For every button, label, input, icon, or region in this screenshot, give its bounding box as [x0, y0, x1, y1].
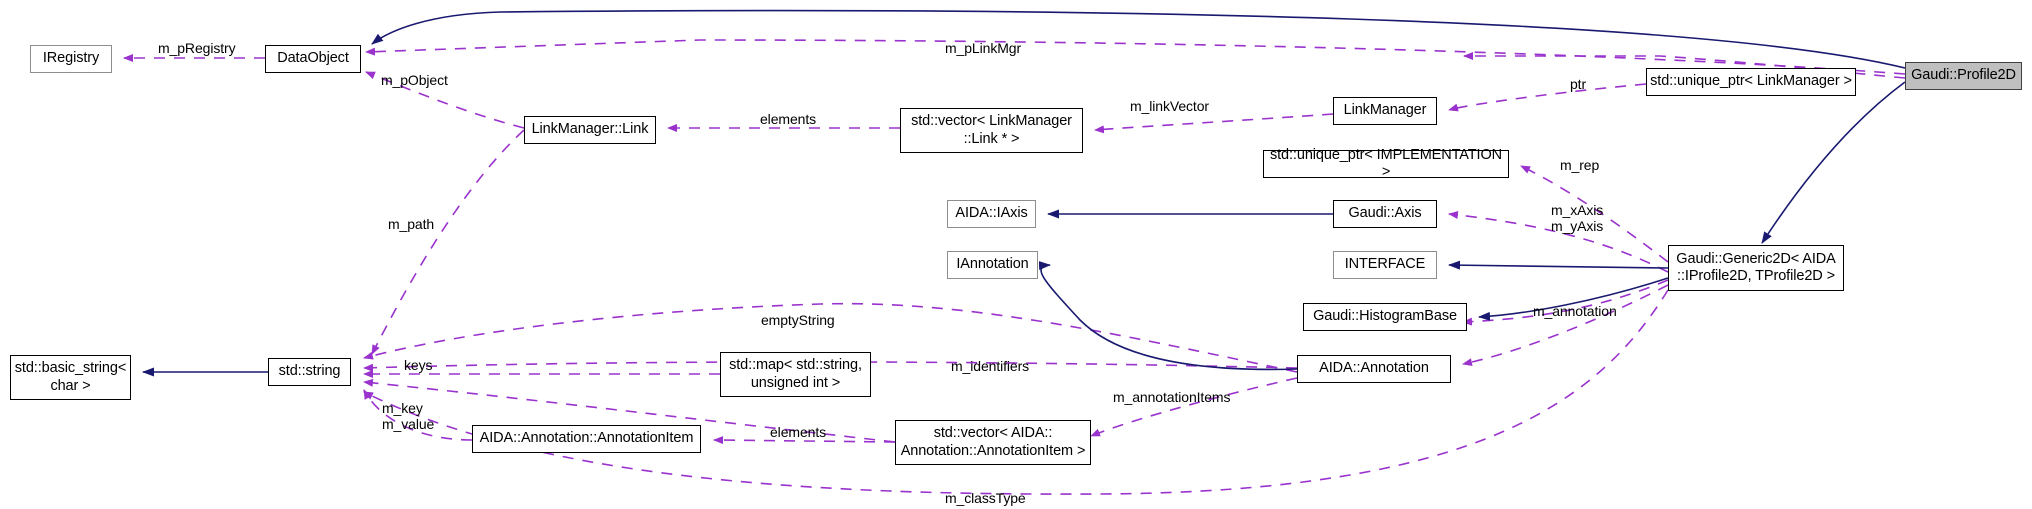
node-dataobject[interactable]: DataObject: [265, 45, 361, 73]
inheritance-edges: [142, 9, 1906, 377]
node-annotation-item[interactable]: AIDA::Annotation::AnnotationItem: [472, 425, 701, 453]
node-gaudi-axis[interactable]: Gaudi::Axis: [1333, 200, 1437, 228]
node-linkmanager[interactable]: LinkManager: [1333, 97, 1437, 125]
node-std-string[interactable]: std::string: [268, 358, 351, 386]
node-gaudi-profile2d[interactable]: Gaudi::Profile2D: [1905, 62, 2022, 90]
edge-label-m-xaxis-m-yaxis: m_xAxis m_yAxis: [1551, 202, 1604, 235]
node-linkmanager-link[interactable]: LinkManager::Link: [524, 116, 656, 144]
node-vector-annotation-item[interactable]: std::vector< AIDA:: Annotation::Annotati…: [895, 420, 1091, 465]
edge-label-m-rep: m_rep: [1560, 157, 1600, 173]
edge-label-m-plinkmgr: m_pLinkMgr: [945, 40, 1022, 56]
node-std-map-string-uint[interactable]: std::map< std::string, unsigned int >: [720, 352, 871, 397]
edge-label-m-linkvector: m_linkVector: [1130, 98, 1209, 114]
node-unique-ptr-implementation[interactable]: std::unique_ptr< IMPLEMENTATION >: [1263, 147, 1509, 180]
edge-label-m-annotation: m_annotation: [1533, 303, 1617, 319]
node-unique-ptr-linkmanager[interactable]: std::unique_ptr< LinkManager >: [1646, 68, 1856, 96]
edge-label-keys: keys: [404, 357, 433, 373]
edge-label-m-annotationitems: m_annotationItems: [1113, 389, 1231, 405]
node-basic-string-char[interactable]: std::basic_string< char >: [10, 355, 131, 400]
edge-label-elements-link: elements: [760, 111, 817, 127]
node-iregistry[interactable]: IRegistry: [30, 45, 112, 73]
node-aida-annotation[interactable]: AIDA::Annotation: [1297, 355, 1451, 383]
node-gaudi-generic2d[interactable]: Gaudi::Generic2D< AIDA ::IProfile2D, TPr…: [1668, 245, 1844, 291]
node-interface[interactable]: INTERFACE: [1333, 251, 1437, 279]
edge-label-m-classtype: m_classType: [945, 490, 1026, 506]
edge-label-emptystring: emptyString: [761, 312, 835, 328]
edge-label-m-key-m-value: m_key m_value: [382, 400, 435, 433]
node-aida-iaxis[interactable]: AIDA::IAxis: [947, 200, 1036, 228]
edge-label-elements-item: elements: [770, 424, 827, 440]
node-vector-linkmanager-link[interactable]: std::vector< LinkManager ::Link * >: [900, 108, 1083, 153]
edge-label-m-identifiers: m_identifiers: [951, 358, 1030, 374]
edge-label-m-pobject: m_pObject: [381, 72, 448, 88]
edge-label-m-path: m_path: [388, 216, 435, 232]
edge-label-ptr: ptr: [1570, 76, 1587, 92]
node-gaudi-histogrambase[interactable]: Gaudi::HistogramBase: [1303, 303, 1467, 331]
node-iannotation[interactable]: IAnnotation: [947, 251, 1038, 279]
edge-label-m-pregistry: m_pRegistry: [158, 40, 236, 56]
